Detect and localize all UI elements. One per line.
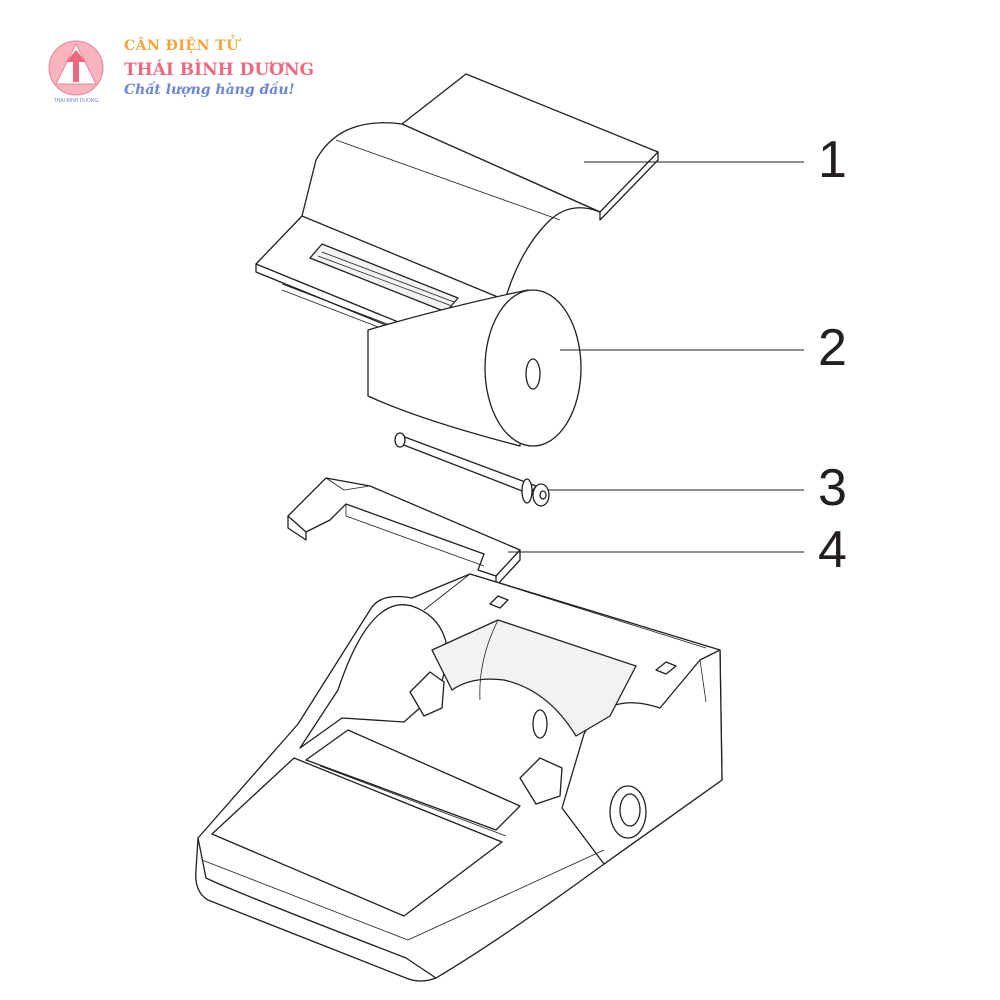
paper-holder-part [287, 477, 521, 587]
brand-tagline: Chất lượng hàng đầu! [124, 82, 295, 98]
callout-2: 2 [818, 319, 847, 377]
paper-roll-part [367, 289, 582, 447]
leader-lines [508, 161, 804, 553]
brand-name-line1: CÂN ĐIỆN TỬ [124, 38, 239, 54]
roll-spindle-part [394, 432, 550, 507]
logo-caption: THAI BINH DUONG [54, 98, 99, 104]
printer-body [195, 573, 723, 982]
callout-4: 4 [818, 521, 847, 579]
brand-name-line2: THÁI BÌNH DƯƠNG [124, 60, 315, 80]
callout-3: 3 [818, 459, 847, 517]
brand-block: CÂN ĐIỆN TỬ THÁI BÌNH DƯƠNG Chất lượng h… [48, 36, 348, 108]
callout-1: 1 [818, 131, 847, 189]
brand-logo-icon: THAI BINH DUONG [48, 40, 104, 104]
